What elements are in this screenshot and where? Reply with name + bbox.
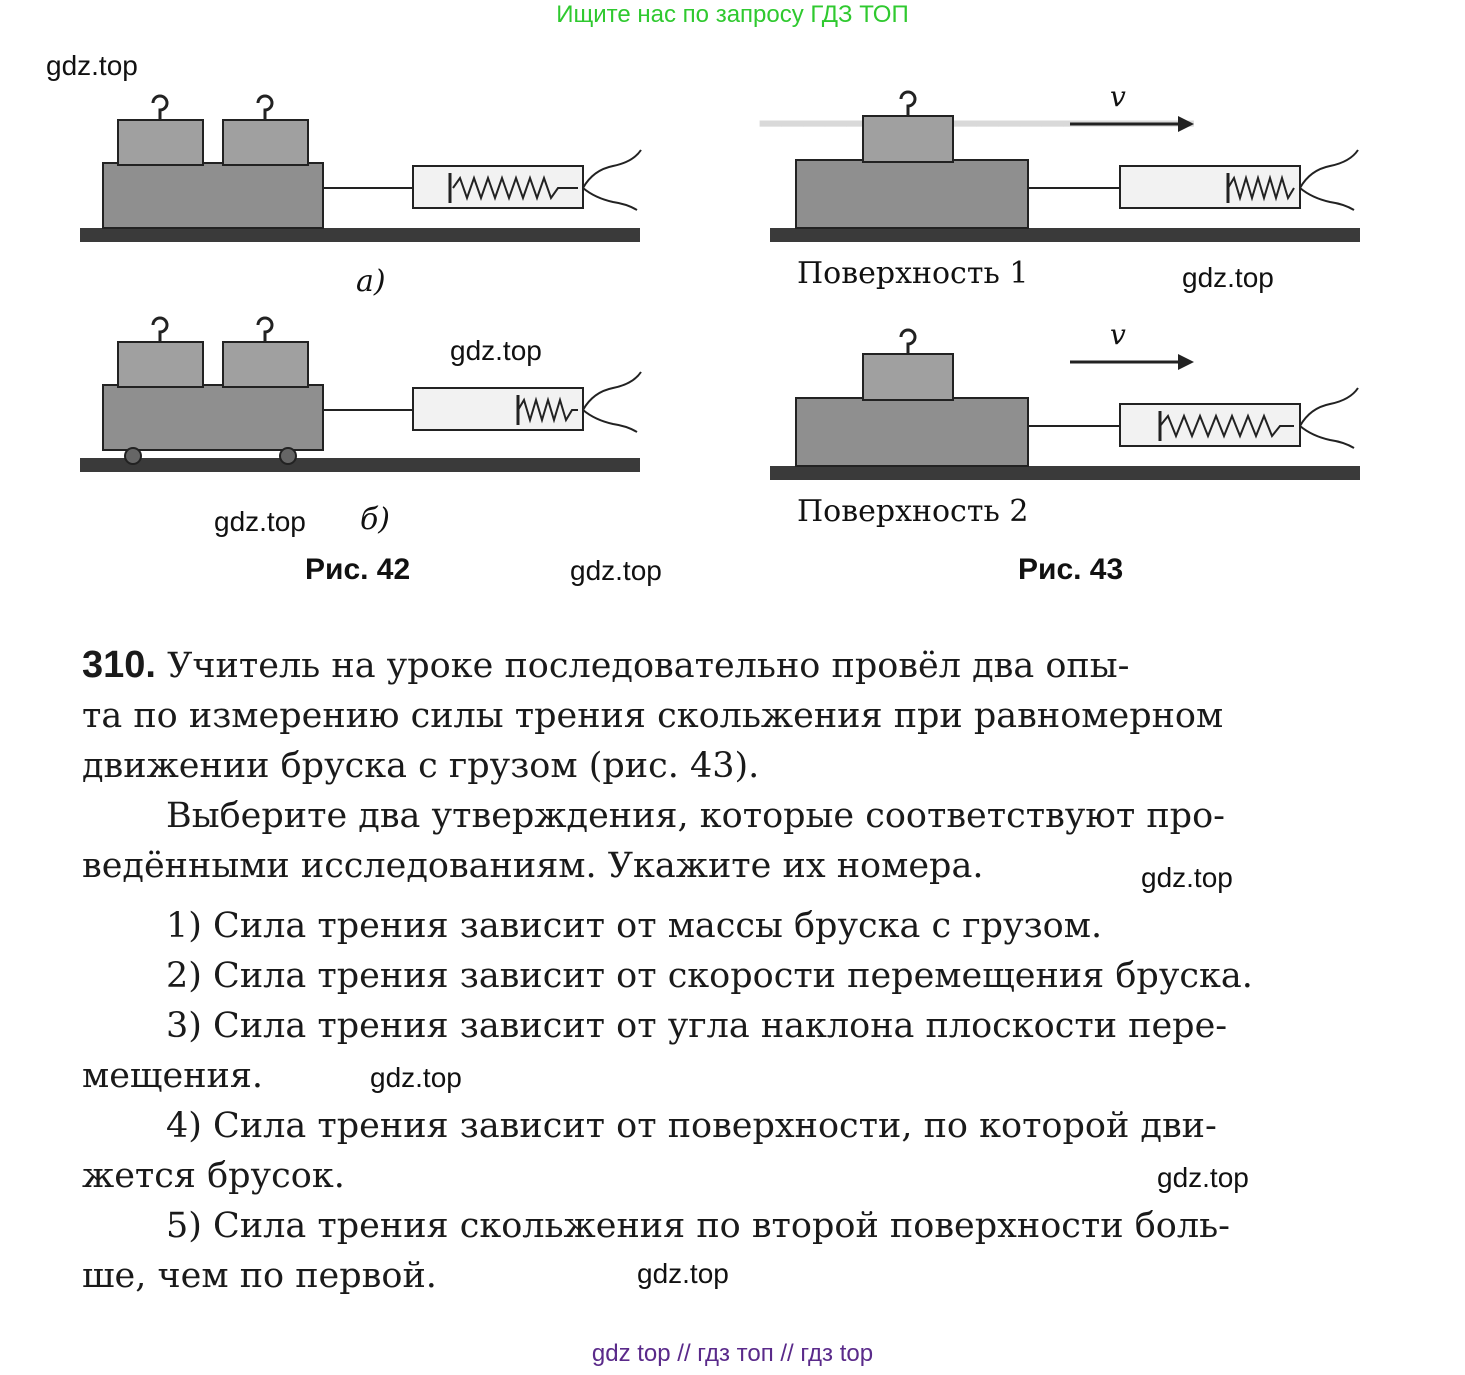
block bbox=[102, 162, 324, 229]
weight bbox=[862, 115, 954, 163]
option-4: 4) Сила трения зависит от поверхности, п… bbox=[166, 1106, 1217, 1146]
wheel-1 bbox=[124, 447, 142, 465]
option-4-cont: жется брусок. bbox=[82, 1156, 345, 1196]
cart-block bbox=[102, 384, 324, 451]
option-3: 3) Сила трения зависит от угла наклона п… bbox=[166, 1006, 1228, 1046]
problem-line-4: Выберите два утверждения, которые соотве… bbox=[166, 796, 1225, 836]
figure-42-b bbox=[80, 316, 642, 472]
problem-line-1: 310. Учитель на уроке последовательно пр… bbox=[82, 644, 1130, 686]
problem-line-2: та по измерению силы трения скольжения п… bbox=[82, 696, 1224, 736]
top-banner[interactable]: Ищите нас по запросу ГДЗ ТОП bbox=[556, 1, 909, 28]
block bbox=[795, 159, 1029, 229]
ground-surface bbox=[770, 466, 1360, 480]
fig42-caption: Рис. 42 bbox=[305, 553, 411, 586]
watermark: gdz.top bbox=[1157, 1162, 1249, 1193]
spring bbox=[1159, 413, 1294, 439]
option-2: 2) Сила трения зависит от скорости перем… bbox=[166, 956, 1253, 996]
weight-1 bbox=[117, 341, 204, 388]
fig43-caption: Рис. 43 bbox=[1018, 553, 1124, 586]
weight bbox=[862, 353, 954, 401]
ground-surface bbox=[80, 228, 640, 242]
figure-42-a bbox=[80, 94, 642, 242]
watermark: gdz.top bbox=[1182, 262, 1274, 293]
spring bbox=[452, 174, 578, 202]
wheel-2 bbox=[279, 447, 297, 465]
option-5: 5) Сила трения скольжения по второй пове… bbox=[166, 1206, 1230, 1246]
bottom-banner[interactable]: gdz top // гдз топ // гдз top bbox=[591, 1340, 874, 1367]
ground-surface bbox=[80, 458, 640, 472]
watermark: gdz.top bbox=[450, 335, 542, 366]
hand bbox=[1299, 387, 1359, 449]
hand bbox=[582, 371, 642, 433]
spring bbox=[1227, 174, 1295, 202]
watermark: gdz.top bbox=[46, 50, 138, 81]
watermark: gdz.top bbox=[214, 506, 306, 537]
block bbox=[795, 397, 1029, 467]
velocity-label-1: v bbox=[1110, 80, 1126, 113]
ground-surface bbox=[770, 228, 1360, 242]
hand bbox=[1299, 149, 1359, 211]
spring bbox=[517, 396, 578, 424]
weight-1 bbox=[117, 119, 204, 166]
hook-2 bbox=[256, 94, 274, 120]
figure-43-surface-1 bbox=[770, 90, 1360, 242]
figure-43-surface-2 bbox=[770, 328, 1360, 480]
watermark: gdz.top bbox=[637, 1258, 729, 1289]
fig42-label-b: б) bbox=[360, 502, 391, 537]
option-5-cont: ше, чем по первой. bbox=[82, 1256, 437, 1296]
weight-2 bbox=[222, 341, 309, 388]
dynamometer bbox=[412, 387, 584, 431]
watermark: gdz.top bbox=[570, 555, 662, 586]
hook-1 bbox=[151, 94, 169, 120]
weight-2 bbox=[222, 119, 309, 166]
surface-2-label: Поверхность 2 bbox=[797, 494, 1029, 529]
velocity-label-2: v bbox=[1110, 318, 1126, 351]
dynamometer bbox=[1119, 165, 1301, 209]
problem-310: 310. Учитель на уроке последовательно пр… bbox=[82, 640, 1397, 1301]
problem-line-5: ведёнными исследованиям. Укажите их номе… bbox=[82, 846, 984, 886]
watermark: gdz.top bbox=[1141, 862, 1233, 893]
problem-line-3: движении бруска с грузом (рис. 43). bbox=[82, 746, 760, 786]
option-1: 1) Сила трения зависит от массы бруска с… bbox=[166, 906, 1103, 946]
surface-1-label: Поверхность 1 bbox=[797, 256, 1029, 291]
problem-number: 310. bbox=[82, 644, 156, 686]
dynamometer bbox=[1119, 403, 1301, 447]
option-3-cont: мещения. bbox=[82, 1056, 264, 1096]
hand bbox=[582, 149, 642, 211]
fig42-label-a: а) bbox=[356, 264, 386, 299]
watermark: gdz.top bbox=[370, 1062, 462, 1093]
